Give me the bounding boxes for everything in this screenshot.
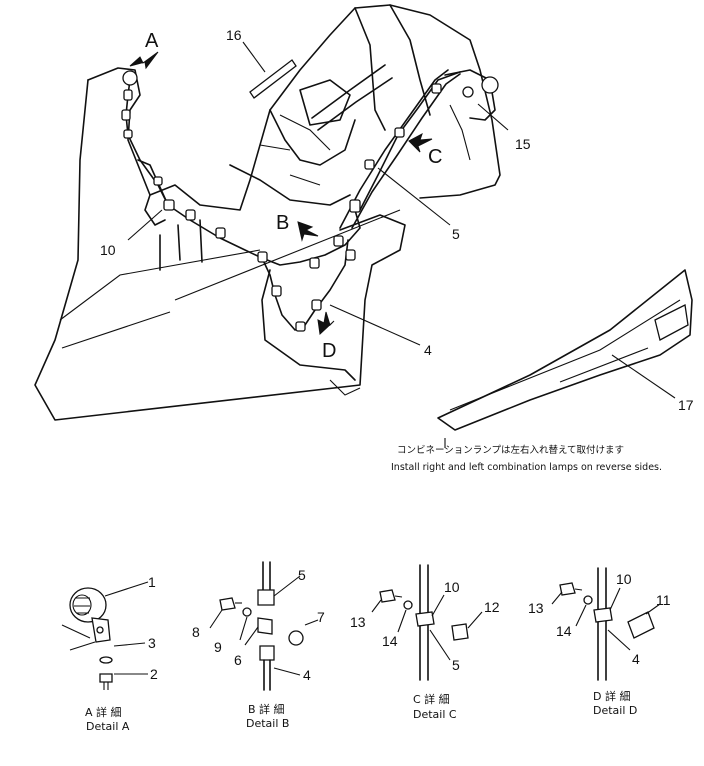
callout-2: 2 <box>150 666 158 682</box>
view-label-c: C <box>428 146 442 168</box>
callout-5-detail-c: 5 <box>452 657 460 673</box>
detail-b-en: Detail B <box>246 717 289 730</box>
callout-10-detail-d: 10 <box>616 571 632 587</box>
callout-8: 8 <box>192 624 200 640</box>
view-label-b: B <box>276 212 289 234</box>
callout-3: 3 <box>148 635 156 651</box>
detail-d-en: Detail D <box>593 704 637 717</box>
callout-13-detail-d: 13 <box>528 600 544 616</box>
leader-lines <box>127 41 676 399</box>
callout-1: 1 <box>148 574 156 590</box>
callout-15: 15 <box>515 136 531 152</box>
detail-b-jp: B 詳 細 <box>248 702 285 716</box>
detail-b: 5 7 8 9 6 4 B 詳 細 Detail B <box>192 561 325 730</box>
callout-4-detail-b: 4 <box>303 667 311 683</box>
callout-7: 7 <box>317 609 325 625</box>
detail-a: 1 3 2 A 詳 細 Detail A <box>61 574 158 733</box>
detail-c: 10 12 13 14 5 C 詳 細 Detail C <box>350 564 500 721</box>
note-english: Install right and left combination lamps… <box>391 462 662 473</box>
view-label-d: D <box>322 340 336 362</box>
callout-10-detail-c: 10 <box>444 579 460 595</box>
callout-16: 16 <box>226 27 242 43</box>
detail-d-jp: D 詳 細 <box>593 689 630 703</box>
note-japanese: コンビネーションランプは左右入れ替えて取付けます <box>397 444 624 456</box>
callout-17: 17 <box>678 397 694 413</box>
callout-9: 9 <box>214 639 222 655</box>
callout-14-detail-c: 14 <box>382 633 398 649</box>
callout-5-detail-b: 5 <box>298 567 306 583</box>
part-16-bar <box>249 59 297 99</box>
view-arrows <box>129 51 433 336</box>
callout-14-detail-d: 14 <box>556 623 572 639</box>
callout-10-main: 10 <box>100 242 116 258</box>
detail-c-en: Detail C <box>413 708 457 721</box>
callout-11: 11 <box>656 592 671 608</box>
part-17-fender <box>437 269 693 448</box>
harness-clamps <box>121 70 474 332</box>
detail-a-jp: A 詳 細 <box>85 705 122 719</box>
callout-4-main: 4 <box>424 342 432 358</box>
callout-5-main: 5 <box>452 226 460 242</box>
detail-a-en: Detail A <box>86 720 130 733</box>
detail-c-jp: C 詳 細 <box>413 692 450 706</box>
view-label-a: A <box>145 30 159 52</box>
detail-d: 10 11 13 14 4 D 詳 細 Detail D <box>528 567 671 717</box>
callout-4-detail-d: 4 <box>632 651 640 667</box>
callout-6: 6 <box>234 652 242 668</box>
callout-12: 12 <box>484 599 500 615</box>
callout-13-detail-c: 13 <box>350 614 366 630</box>
